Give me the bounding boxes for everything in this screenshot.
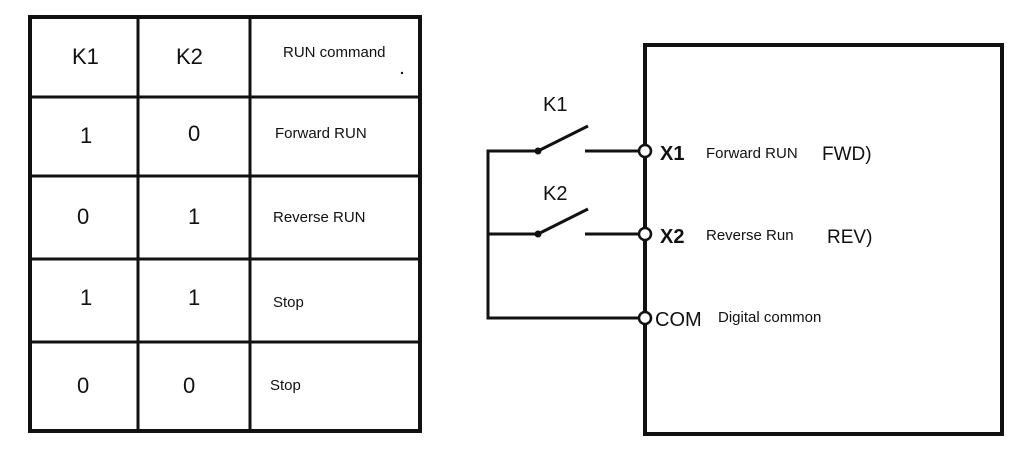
header-k2: K2 (176, 44, 203, 69)
switch-k1 (534, 124, 589, 155)
table-grid (28, 15, 422, 433)
terminal-x1-mode: FWD) (822, 144, 872, 165)
row2-command: Reverse RUN (273, 209, 366, 226)
row4-k1: 0 (77, 373, 89, 398)
row3-k2: 1 (188, 285, 200, 310)
row4-command: Stop (270, 377, 301, 394)
switch-k2 (534, 207, 589, 238)
stray-dot (400, 71, 404, 75)
row1-k2: 0 (188, 121, 200, 146)
row3-k1: 1 (80, 285, 92, 310)
terminal-com-desc: Digital common (718, 309, 821, 326)
table-row: 0 0 Stop (77, 373, 301, 398)
terminal-x2-name: X2 (660, 226, 684, 248)
terminal-x2-mode: REV) (827, 227, 872, 248)
wiring (486, 149, 639, 320)
inverter-box (643, 43, 1004, 436)
terminal-x2-desc: Reverse Run (706, 227, 794, 244)
terminal-com-name: COM (655, 309, 702, 331)
row2-k2: 1 (188, 204, 200, 229)
table-row: 1 0 Forward RUN (80, 121, 367, 148)
header-k1: K1 (72, 44, 99, 69)
table-row: 1 1 Stop (80, 285, 304, 311)
row1-command: Forward RUN (275, 125, 367, 142)
terminal-com: COM Digital common (637, 309, 821, 331)
terminal-x1-desc: Forward RUN (706, 145, 798, 162)
header-run-command: RUN command (283, 44, 386, 61)
row4-k2: 0 (183, 373, 195, 398)
row3-command: Stop (273, 294, 304, 311)
switch-k2-label: K2 (543, 183, 567, 205)
row1-k1: 1 (80, 123, 92, 148)
terminal-x1-name: X1 (660, 143, 684, 165)
row2-k1: 0 (77, 204, 89, 229)
terminal-x2: X2 Reverse Run REV) (637, 226, 872, 248)
terminal-x1: X1 Forward RUN FWD) (637, 143, 872, 165)
table-row: 0 1 Reverse RUN (77, 204, 366, 229)
switch-k1-label: K1 (543, 94, 567, 116)
